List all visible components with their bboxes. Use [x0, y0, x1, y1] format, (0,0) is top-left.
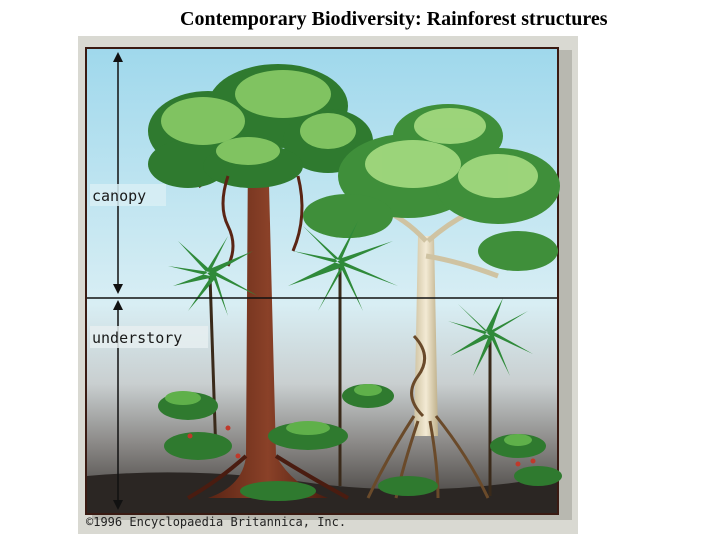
slide-title: Contemporary Biodiversity: Rainforest st…	[180, 8, 608, 30]
forest-floor	[87, 472, 557, 513]
rainforest-svg: canopy understory	[85, 47, 572, 520]
canopy-tree-brown	[148, 64, 373, 500]
understory-palms	[168, 221, 533, 496]
rainforest-illustration: canopy understory	[78, 36, 578, 534]
understory-label: understory	[92, 329, 182, 347]
canopy-tree-pale	[303, 104, 560, 499]
layer-markers: canopy understory	[87, 52, 557, 510]
understory-shrubs	[158, 384, 562, 501]
canopy-label: canopy	[92, 187, 146, 205]
copyright-credit: ©1996 Encyclopaedia Britannica, Inc.	[86, 515, 347, 529]
